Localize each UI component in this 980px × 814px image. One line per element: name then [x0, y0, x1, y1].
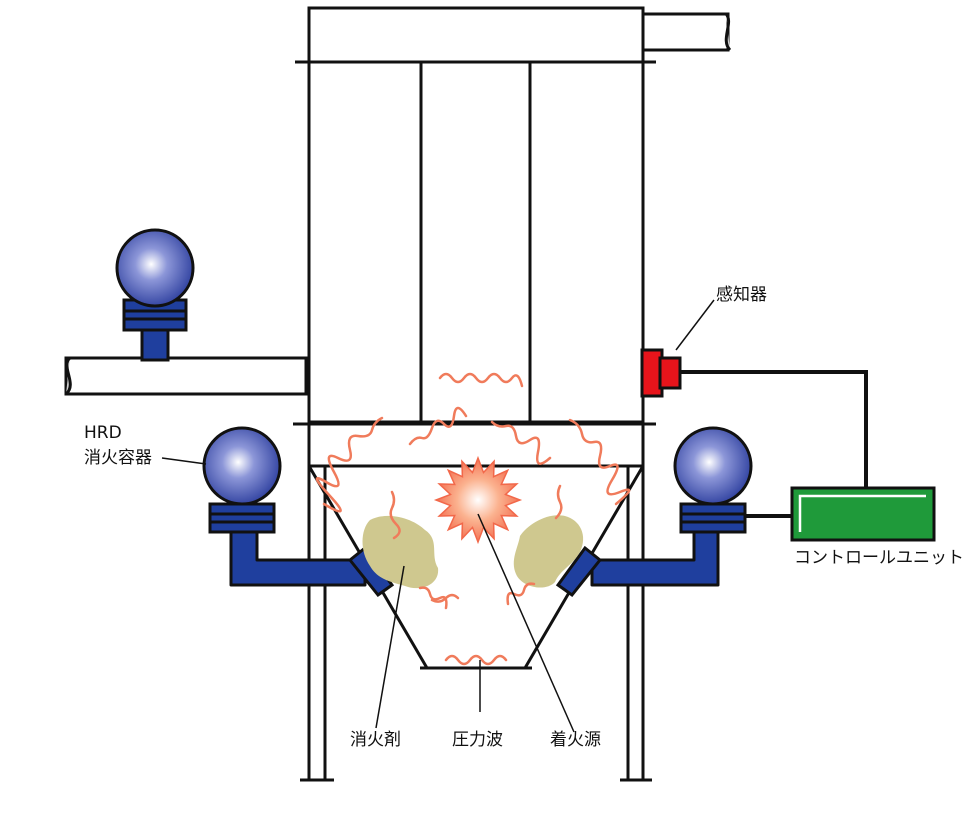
- hrd-container-inlet: [115, 228, 195, 362]
- suppressant-clouds: [362, 515, 584, 589]
- left-discharge-pipe: [202, 426, 367, 587]
- dust-collector-housing: [293, 6, 656, 468]
- control-unit-icon: [790, 486, 936, 542]
- suppressant-label: 消火剤: [350, 730, 401, 750]
- nozzles: [347, 545, 603, 598]
- hrd-container-left-icon: [202, 426, 282, 506]
- support-legs: [300, 466, 652, 782]
- control-unit-label: コントロールユニット: [794, 548, 964, 568]
- inlet-pipe: [64, 356, 308, 396]
- ignition-burst-icon: [433, 455, 523, 545]
- hrd-container-right-icon: [673, 426, 753, 506]
- pressure-waves: [315, 372, 631, 666]
- outlet-pipe: [640, 12, 732, 52]
- sensor-icon: [640, 348, 682, 398]
- control-wiring: [680, 370, 868, 518]
- sensor-label: 感知器: [716, 285, 767, 305]
- hrd-container-top-icon: [115, 228, 195, 308]
- hrd-label-line2: 消火容器: [84, 448, 152, 468]
- hrd-label-line1: HRD: [84, 423, 122, 443]
- ignition-source-label: 着火源: [550, 730, 601, 750]
- right-discharge-pipe: [590, 426, 753, 587]
- pressure-wave-label: 圧力波: [452, 730, 503, 750]
- leader-lines: [161, 299, 715, 733]
